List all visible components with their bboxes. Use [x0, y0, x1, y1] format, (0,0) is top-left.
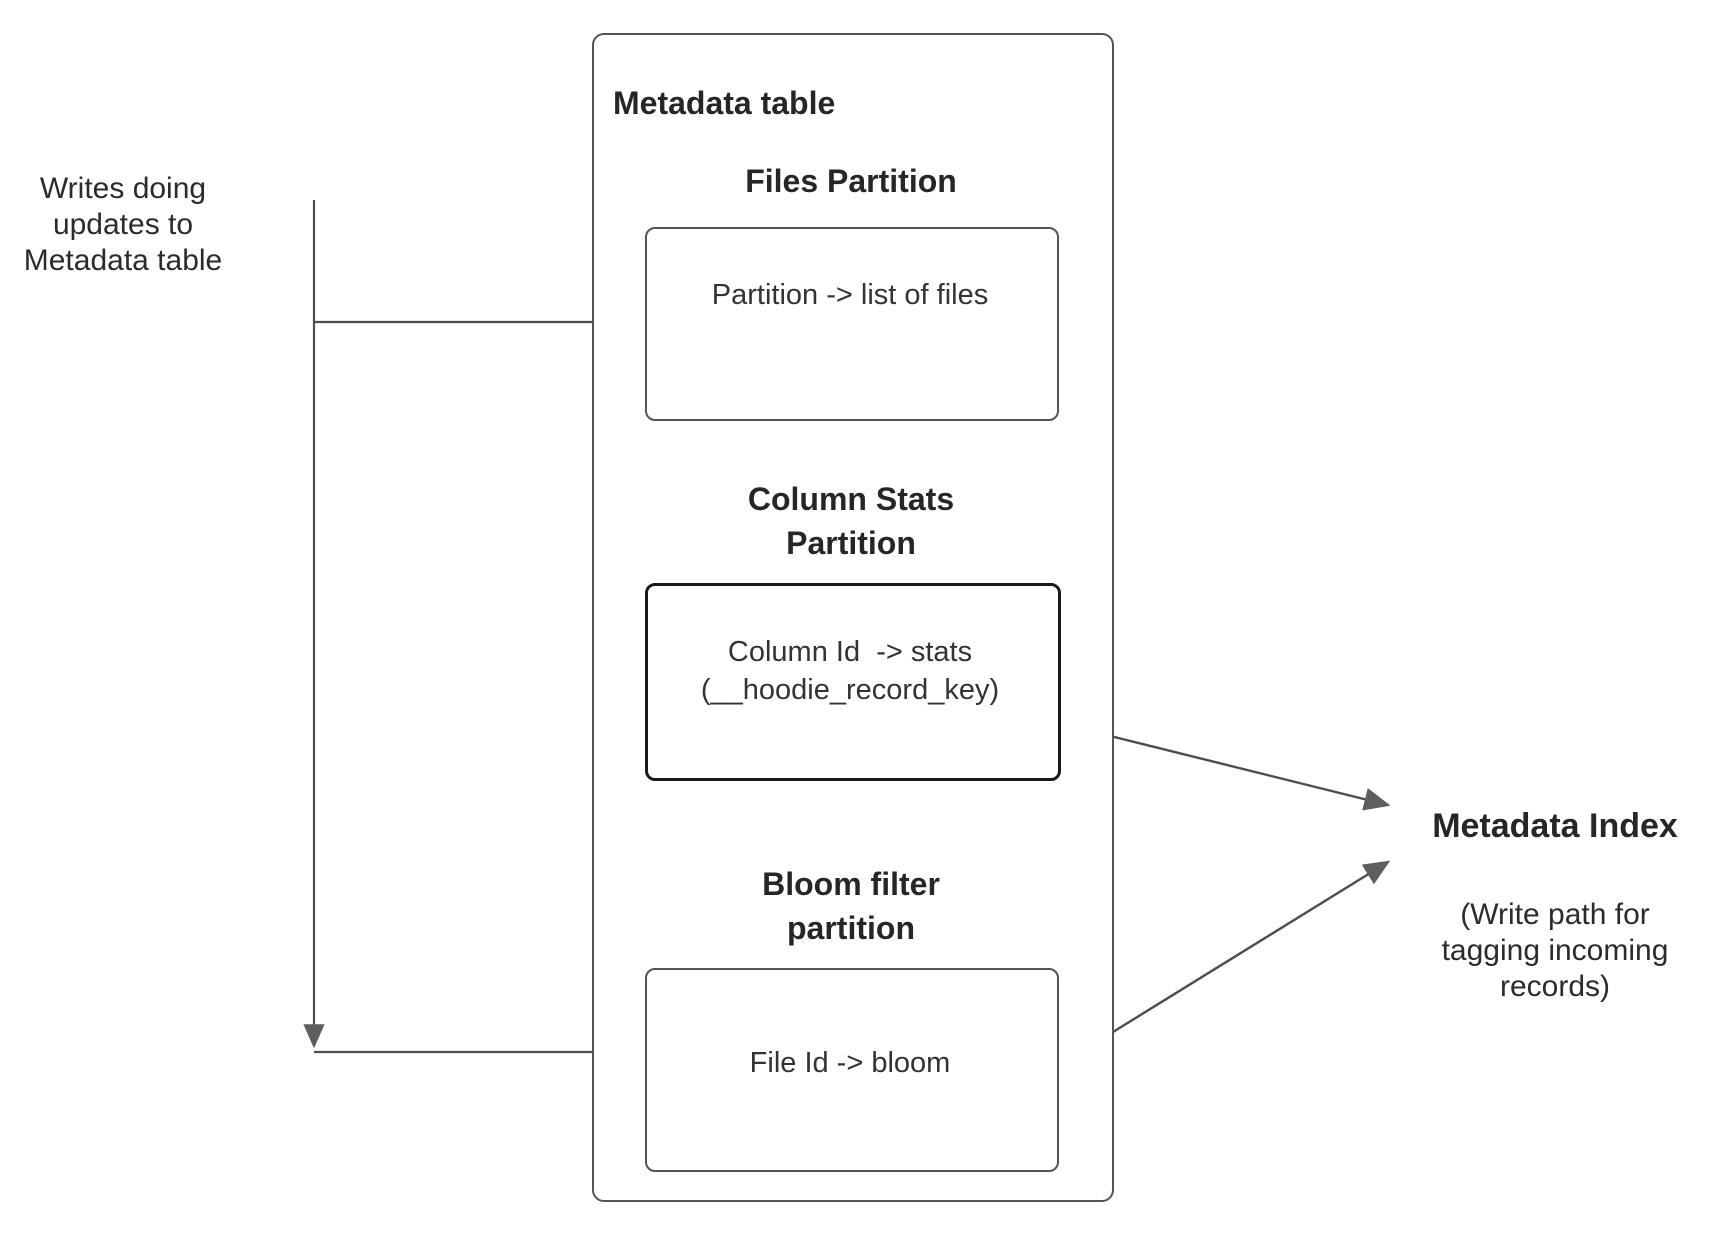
- column-stats-partition-mapping: Column Id -> stats (__hoodie_record_key): [700, 636, 1000, 706]
- bloom-filter-partition-box: [645, 968, 1059, 1172]
- column-stats-partition-heading: Column Stats Partition: [747, 481, 955, 561]
- files-partition-box: [645, 227, 1059, 421]
- metadata-table-title: Metadata table: [613, 85, 836, 121]
- files-partition-mapping: Partition -> list of files: [711, 279, 989, 311]
- bloom-filter-partition-mapping: File Id -> bloom: [749, 1047, 951, 1079]
- writes-note: Writes doing updates to Metadata table: [23, 172, 223, 277]
- files-partition-heading: Files Partition: [745, 163, 957, 199]
- metadata-index-title: Metadata Index: [1432, 807, 1678, 845]
- metadata-index-note: (Write path for tagging incoming records…: [1441, 898, 1669, 1003]
- bloom-filter-partition-heading: Bloom filter partition: [762, 866, 940, 946]
- column-stats-partition-box: [645, 583, 1061, 781]
